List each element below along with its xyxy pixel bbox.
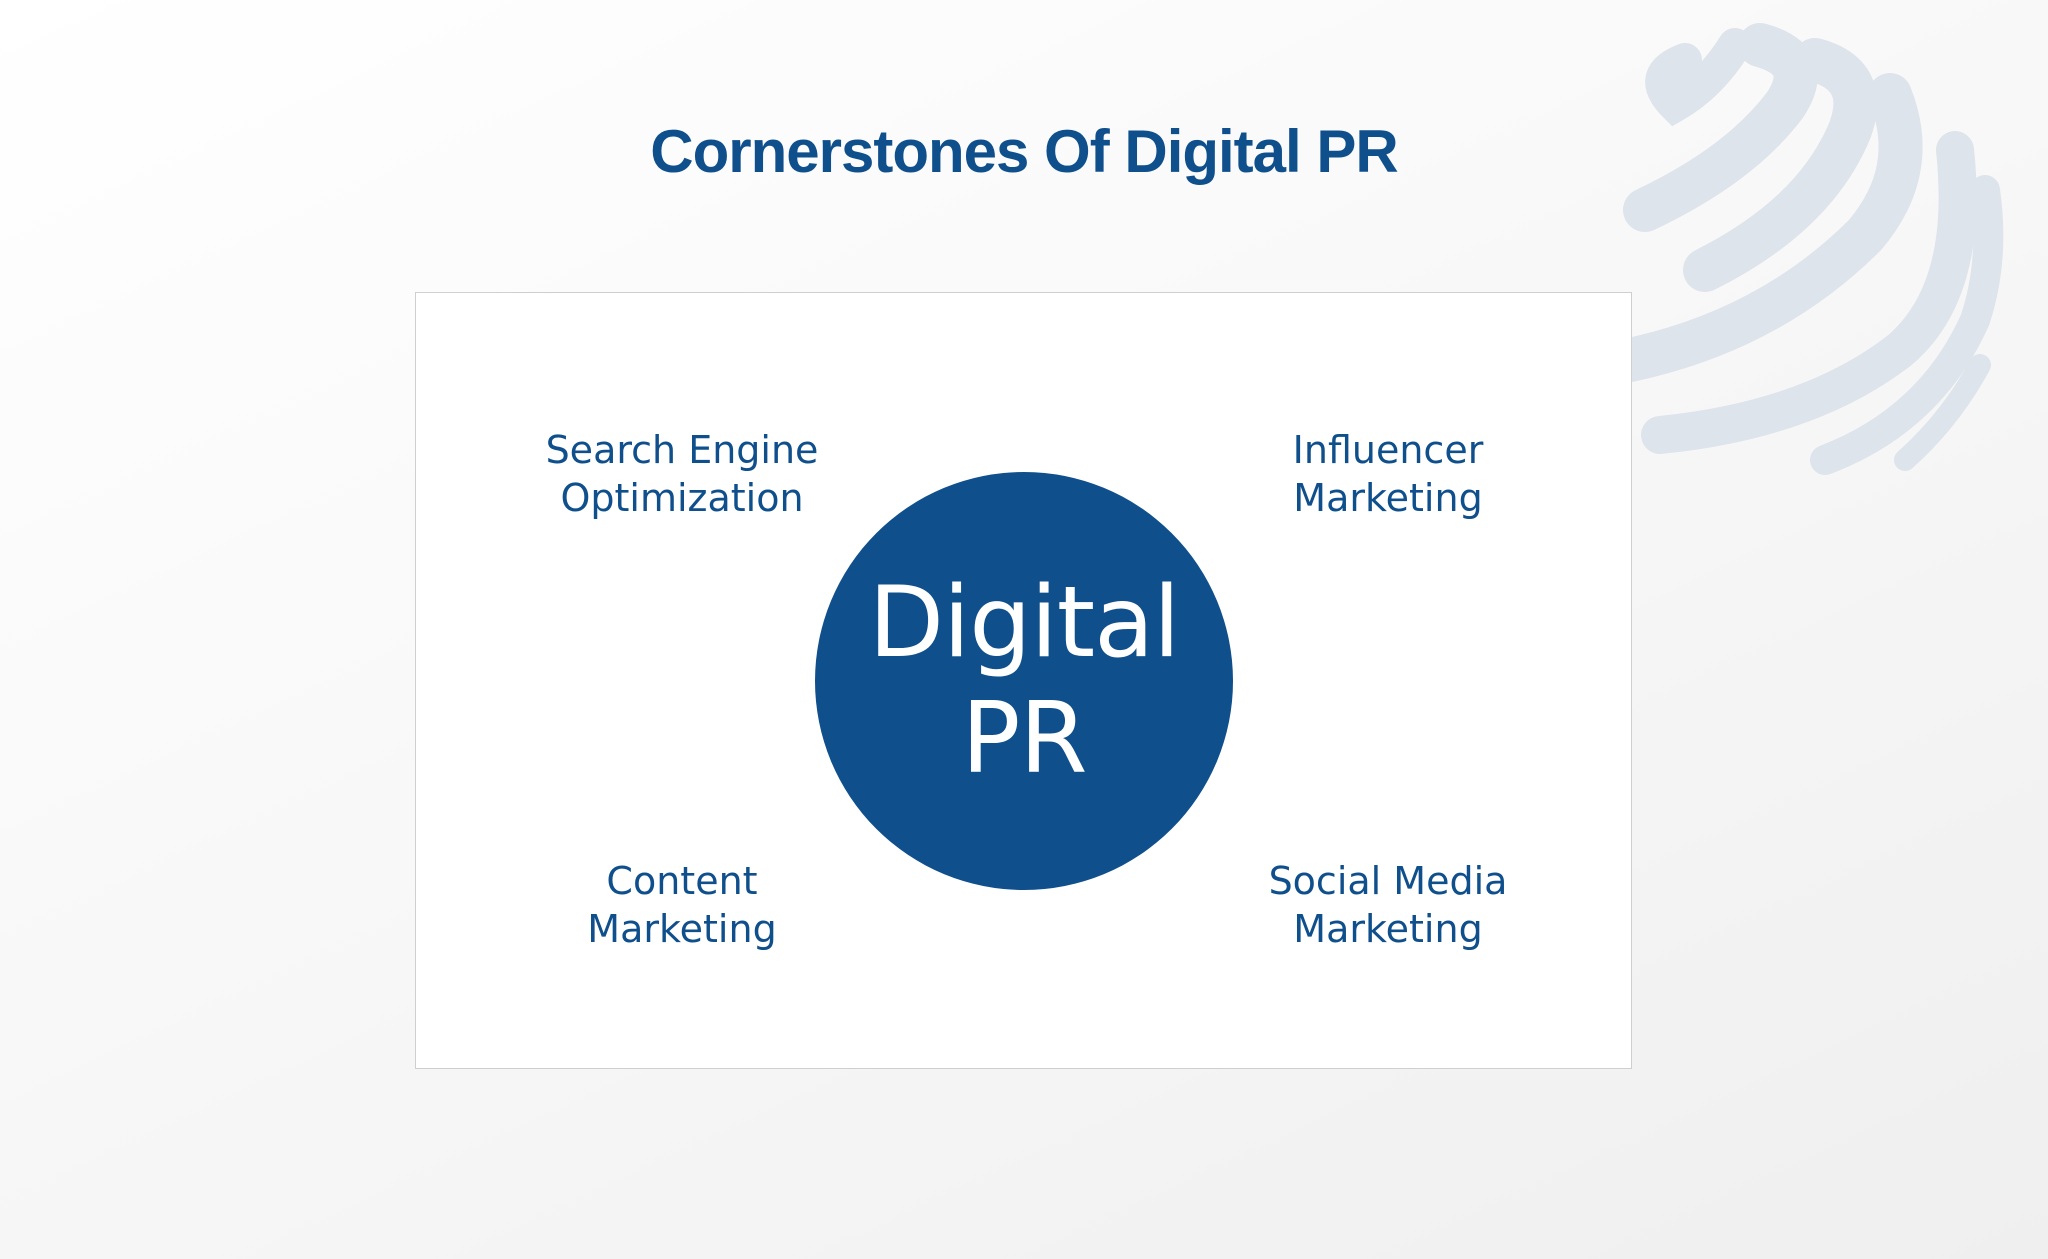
node-label-line2: Marketing	[1293, 907, 1483, 951]
node-label-line1: Search Engine	[545, 428, 819, 472]
center-circle: Digital PR	[815, 472, 1233, 890]
node-label-line2: Optimization	[560, 476, 804, 520]
node-social-media-marketing: Social Media Marketing	[1208, 857, 1568, 953]
node-search-engine-optimization: Search Engine Optimization	[502, 426, 862, 522]
globe-stripes-icon	[1608, 23, 2004, 475]
node-label-line1: Influencer	[1292, 428, 1484, 472]
node-label-line2: Marketing	[587, 907, 777, 951]
center-label-line1: Digital	[868, 566, 1181, 680]
node-content-marketing: Content Marketing	[502, 857, 862, 953]
node-label-line2: Marketing	[1293, 476, 1483, 520]
slide-title: Cornerstones Of Digital PR	[650, 118, 1398, 185]
node-influencer-marketing: Influencer Marketing	[1208, 426, 1568, 522]
node-label-line1: Content	[606, 859, 758, 903]
node-label-line1: Social Media	[1268, 859, 1508, 903]
center-label-line2: PR	[961, 682, 1087, 796]
